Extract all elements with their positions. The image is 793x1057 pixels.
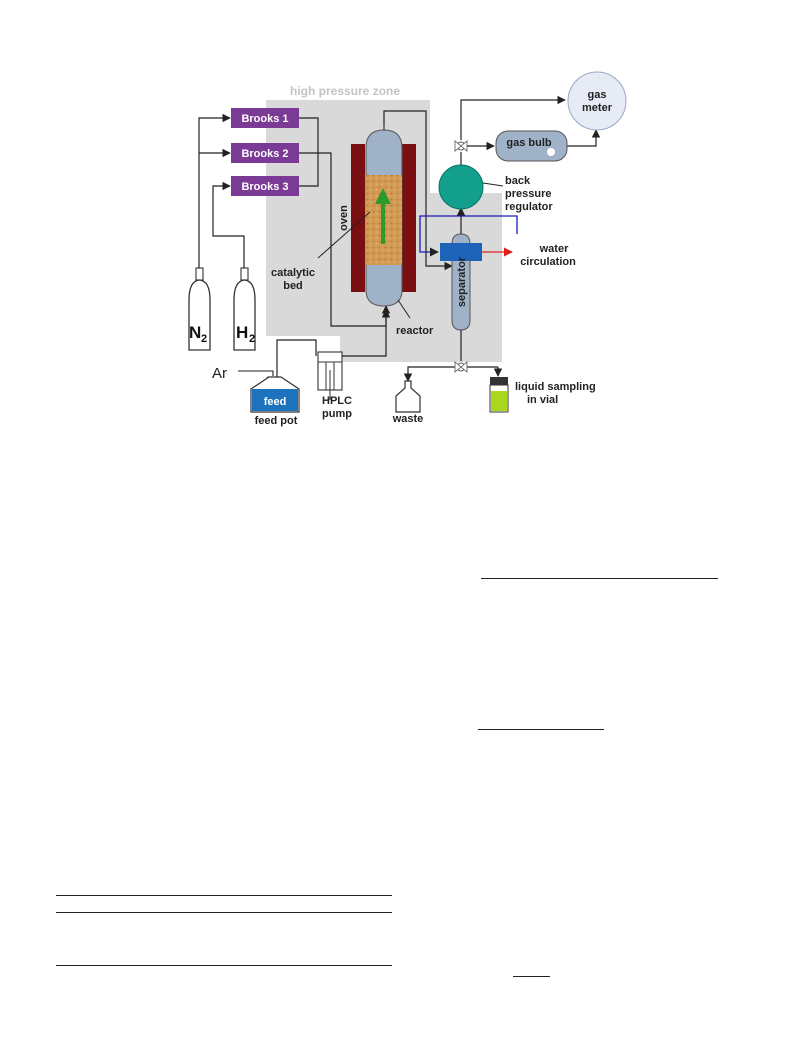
feed-label: feed xyxy=(264,396,287,408)
catalytic-bed-callout: catalytic bed xyxy=(271,211,371,292)
hplc-label: HPLC xyxy=(322,395,352,407)
back-label: back xyxy=(505,175,531,187)
pressure-label: pressure xyxy=(505,188,551,200)
page-rule xyxy=(478,729,604,730)
gas-label: gas xyxy=(588,89,607,101)
mfc-brooks-3: Brooks 3 xyxy=(231,176,299,196)
zone-label: high pressure zone xyxy=(290,84,400,98)
reactor-label: reactor xyxy=(396,325,434,337)
water-label: water xyxy=(539,243,569,255)
gas-supply-lines xyxy=(198,113,245,268)
gas-meter: gas meter xyxy=(567,71,627,131)
mfc-label: Brooks 1 xyxy=(241,113,288,125)
circulation-label: circulation xyxy=(520,256,576,268)
regulator-label: regulator xyxy=(505,201,553,213)
back-pressure-regulator: back pressure regulator xyxy=(438,164,553,213)
separator: separator xyxy=(440,233,482,331)
gas-bulb: gas bulb xyxy=(495,130,568,162)
bed-label: bed xyxy=(283,280,303,292)
oven: oven xyxy=(338,144,416,292)
n2-subscript: 2 xyxy=(201,333,207,345)
three-way-valve-top xyxy=(454,140,468,152)
reactor-callout: reactor xyxy=(396,299,434,337)
reactor-setup-diagram: high pressure zone N 2 H 2 Brooks 1 Broo… xyxy=(188,71,627,427)
page-rule xyxy=(513,976,550,977)
mfc-label: Brooks 3 xyxy=(241,181,288,193)
table-rule-bottom xyxy=(56,965,392,966)
separator-label: separator xyxy=(456,256,468,307)
feed-pot-label: feed pot xyxy=(255,415,298,427)
h2-label: H xyxy=(236,323,248,342)
reactor xyxy=(365,124,403,307)
gas-outlet-lines xyxy=(460,95,601,165)
waste-label: waste xyxy=(392,413,424,425)
meter-label: meter xyxy=(582,102,613,114)
h2-cylinder: H 2 xyxy=(233,267,256,351)
feed-pot: Ar feed feed pot xyxy=(212,365,300,427)
mfc-brooks-1: Brooks 1 xyxy=(231,108,299,128)
water-circulation: water circulation xyxy=(419,215,576,268)
oven-label: oven xyxy=(338,205,350,231)
table-rule-mid xyxy=(56,912,392,913)
mfc-label: Brooks 2 xyxy=(241,148,288,160)
table-rule-top xyxy=(56,895,392,896)
feed-line xyxy=(276,339,317,377)
ar-label: Ar xyxy=(212,365,227,382)
cooling-jacket xyxy=(440,243,482,261)
in-vial-label: in vial xyxy=(527,394,558,406)
liquid-sampling-label: liquid sampling xyxy=(515,381,596,393)
catalytic-label: catalytic xyxy=(271,267,315,279)
reactor-outlet-line xyxy=(383,110,453,271)
sampling-vial: liquid sampling in vial xyxy=(489,377,596,413)
gas-bulb-label: gas bulb xyxy=(506,137,552,149)
mfc-brooks-2: Brooks 2 xyxy=(231,143,299,163)
page-rule xyxy=(481,578,718,579)
h2-subscript: 2 xyxy=(249,333,255,345)
hplc-pump: HPLC pump xyxy=(317,351,352,420)
liquid-outlet-lines xyxy=(403,330,503,382)
pump-to-reactor-line xyxy=(342,309,391,357)
pump-label: pump xyxy=(322,408,352,420)
n2-label: N xyxy=(189,323,201,342)
three-way-valve-bottom xyxy=(454,361,468,373)
n2-cylinder: N 2 xyxy=(188,267,211,351)
waste-bottle: waste xyxy=(392,380,424,425)
